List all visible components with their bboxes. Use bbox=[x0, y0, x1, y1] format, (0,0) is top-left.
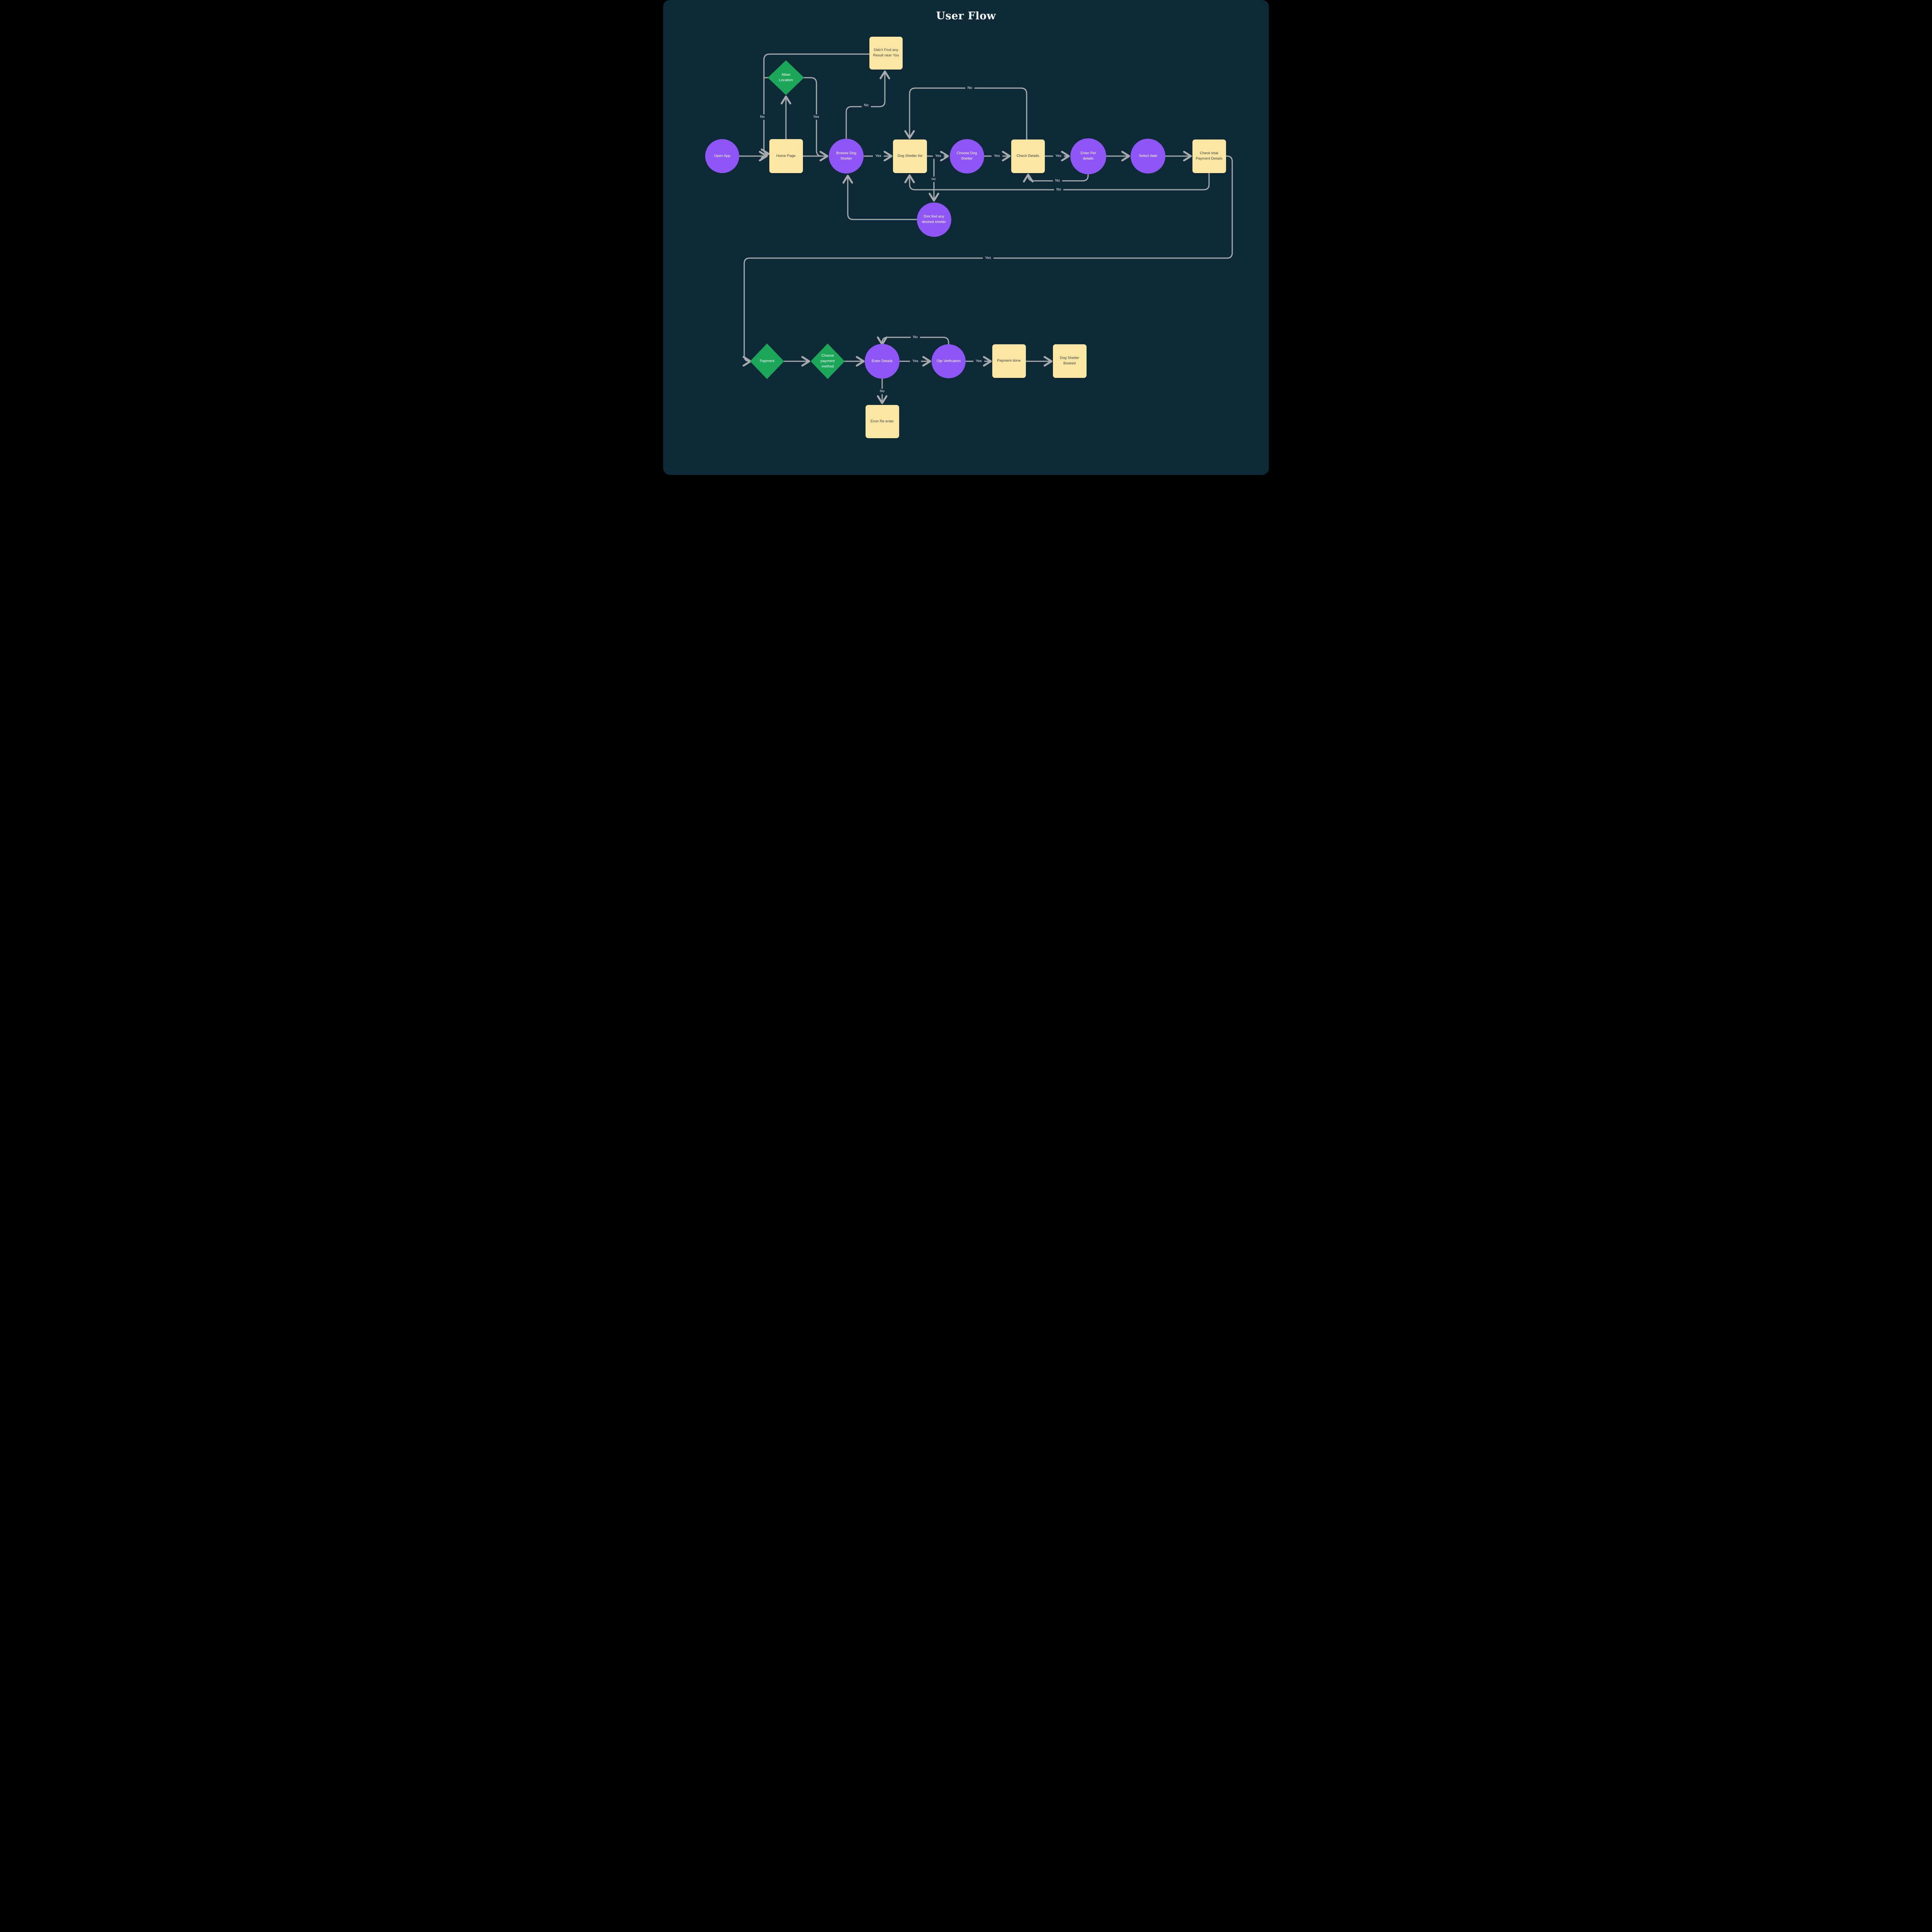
edge-label-browse-yes-list: Yes bbox=[873, 153, 884, 159]
node-label-otp-verification: Otp Verfication bbox=[936, 359, 961, 363]
node-select-date[interactable]: Select date bbox=[1131, 139, 1165, 173]
edge-label-check-yes-enter-pet: Yes bbox=[1053, 153, 1064, 159]
edge-label-total-yes-payment: Yes bbox=[983, 255, 993, 261]
node-label-dint-find-shelter: Dint find any desired shelter bbox=[922, 214, 946, 224]
node-label-check-details: Check Details bbox=[1016, 154, 1039, 158]
edge-dint-find-to-browse bbox=[848, 177, 917, 220]
node-label-dog-shelter-booked: Dog Shelter Booked bbox=[1060, 356, 1080, 366]
page-title: User Flow bbox=[936, 10, 996, 22]
edge-label-list-yes-choose: Yes bbox=[933, 153, 944, 159]
edge-label-allow-location-yes: Yes bbox=[811, 114, 821, 120]
edge-label-enter-details-yes-otp: Yes bbox=[910, 359, 921, 364]
node-layer: Open App Home Page Allow Location Didn't Fi… bbox=[663, 0, 1269, 475]
node-label-check-total-payment: Check total Payment Details bbox=[1196, 151, 1223, 161]
node-label-enter-pet-details: Enter Pet details bbox=[1080, 151, 1096, 161]
node-choose-payment-method[interactable]: Choose payment method bbox=[811, 344, 845, 379]
node-enter-pet-details[interactable]: Enter Pet details bbox=[1070, 138, 1106, 174]
node-dint-find-shelter[interactable]: Dint find any desired shelter bbox=[917, 202, 951, 237]
node-didnt-find-result[interactable]: Didn't Find any Result near You bbox=[869, 36, 903, 70]
node-label-allow-location: Allow Location bbox=[779, 73, 793, 82]
node-label-choose-dog-shelter: Choose Dog Shelter bbox=[956, 151, 977, 161]
edge-label-choose-yes-check: Yes bbox=[992, 153, 1002, 159]
node-payment-done[interactable]: Payment done bbox=[992, 344, 1026, 378]
node-label-open-app: Open App bbox=[714, 154, 731, 158]
node-label-home-page: Home Page bbox=[776, 154, 796, 158]
node-home-page[interactable]: Home Page bbox=[769, 139, 803, 173]
node-payment[interactable]: Payment bbox=[750, 344, 784, 379]
node-error-re-enter[interactable]: Error Re enter bbox=[865, 405, 899, 438]
node-allow-location[interactable]: Allow Location bbox=[768, 60, 804, 95]
flowchart-canvas: User Flow Open App Home Page Allow Locatio… bbox=[663, 0, 1269, 475]
node-open-app[interactable]: Open App bbox=[705, 139, 739, 173]
edge-label-otp-no-enter-details: No bbox=[910, 335, 920, 340]
node-label-browse-dog-shelter: Browse Dog Shelter bbox=[836, 151, 856, 161]
node-label-enter-details: Enter Details bbox=[871, 359, 893, 363]
edge-label-check-no-list: No bbox=[965, 85, 975, 91]
edge-total-yes-payment bbox=[744, 155, 1233, 361]
node-choose-dog-shelter[interactable]: Choose Dog Shelter bbox=[949, 139, 984, 173]
node-check-details[interactable]: Check Details bbox=[1011, 139, 1045, 173]
edge-allow-location-yes bbox=[803, 77, 822, 157]
node-enter-details[interactable]: Enter Details bbox=[865, 344, 900, 379]
node-label-dog-shelter-list: Dog Shelter list bbox=[897, 154, 923, 158]
node-label-error-re-enter: Error Re enter bbox=[870, 419, 894, 423]
node-browse-dog-shelter[interactable]: Browse Dog Shelter bbox=[829, 139, 864, 173]
node-otp-verification[interactable]: Otp Verfication bbox=[932, 344, 966, 378]
node-label-choose-payment-method: Choose payment method bbox=[820, 354, 835, 369]
node-label-payment-done: Payment done bbox=[997, 359, 1021, 363]
node-dog-shelter-booked[interactable]: Dog Shelter Booked bbox=[1053, 344, 1087, 378]
node-dog-shelter-list[interactable]: Dog Shelter list bbox=[893, 139, 927, 173]
node-label-payment: Payment bbox=[760, 359, 774, 363]
edge-label-browse-no-didnt-find: No bbox=[861, 103, 871, 108]
edge-label-total-no-list: No bbox=[1054, 187, 1064, 192]
node-check-total-payment[interactable]: Check total Payment Details bbox=[1192, 139, 1226, 173]
edge-label-enter-pet-no-check: No bbox=[1053, 178, 1063, 184]
edge-label-list-no-dint-find: no bbox=[929, 177, 938, 182]
node-label-select-date: Select date bbox=[1139, 154, 1157, 158]
edge-label-otp-yes-payment-done: Yes bbox=[973, 359, 984, 364]
edge-label-allow-location-no: No bbox=[757, 114, 767, 120]
edge-didnt-find-to-home bbox=[764, 53, 870, 154]
edge-label-enter-details-no-error: No bbox=[877, 389, 887, 394]
node-label-didnt-find-result: Didn't Find any Result near You bbox=[873, 48, 899, 58]
